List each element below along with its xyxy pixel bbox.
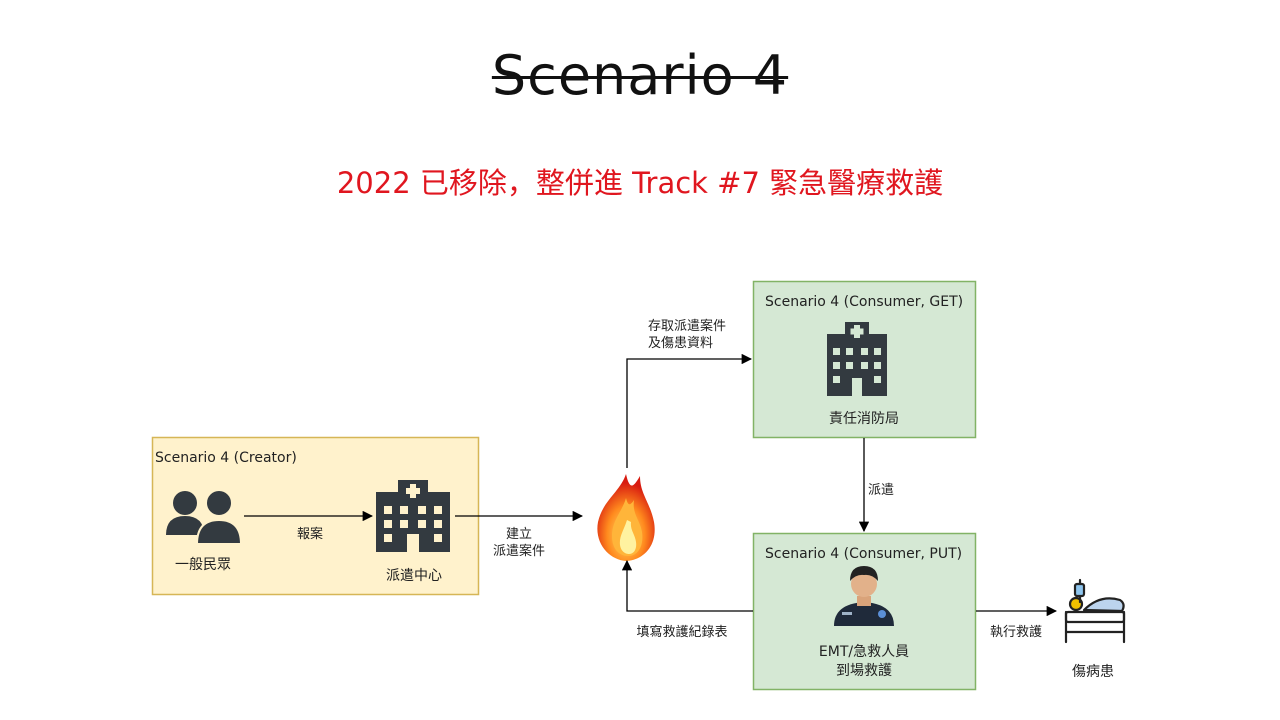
edge-create-label-line2: 派遣案件 [493, 544, 545, 559]
fire-station-label: 責任消防局 [829, 411, 899, 427]
emt-person-icon [834, 566, 894, 626]
patient-bed-icon [1064, 578, 1126, 644]
dispatch-center-label: 派遣中心 [386, 568, 442, 584]
hospital-building-icon [827, 322, 887, 396]
edge-access-label-line1: 存取派遣案件 [648, 319, 726, 334]
consumer-get-title: Scenario 4 (Consumer, GET) [765, 294, 963, 310]
people-icon [166, 489, 243, 545]
slide-subtitle: 2022 已移除，整併進 Track #7 緊急醫療救護 [336, 166, 944, 200]
emt-label-line2: 到場救護 [836, 663, 892, 679]
edge-access-label-line2: 及傷患資料 [648, 336, 713, 351]
emt-label-line1: EMT/急救人員 [819, 644, 909, 660]
edge-execute-label: 執行救護 [990, 624, 1042, 640]
edge-dispatch-label: 派遣 [868, 483, 894, 498]
slide-title: Scenario 4 [491, 44, 789, 107]
hospital-building-icon [376, 480, 450, 552]
fire-icon [597, 474, 655, 561]
edge-fill-form [621, 559, 753, 612]
public-label: 一般民眾 [175, 557, 231, 573]
edge-access [626, 353, 753, 468]
patient-label: 傷病患 [1072, 664, 1114, 680]
creator-box-title: Scenario 4 (Creator) [155, 450, 297, 466]
edge-create-label-line1: 建立 [506, 527, 532, 542]
edge-report-label: 報案 [297, 527, 323, 542]
consumer-put-title: Scenario 4 (Consumer, PUT) [765, 546, 962, 562]
edge-fill-form-label: 填寫救護紀錄表 [636, 624, 727, 640]
